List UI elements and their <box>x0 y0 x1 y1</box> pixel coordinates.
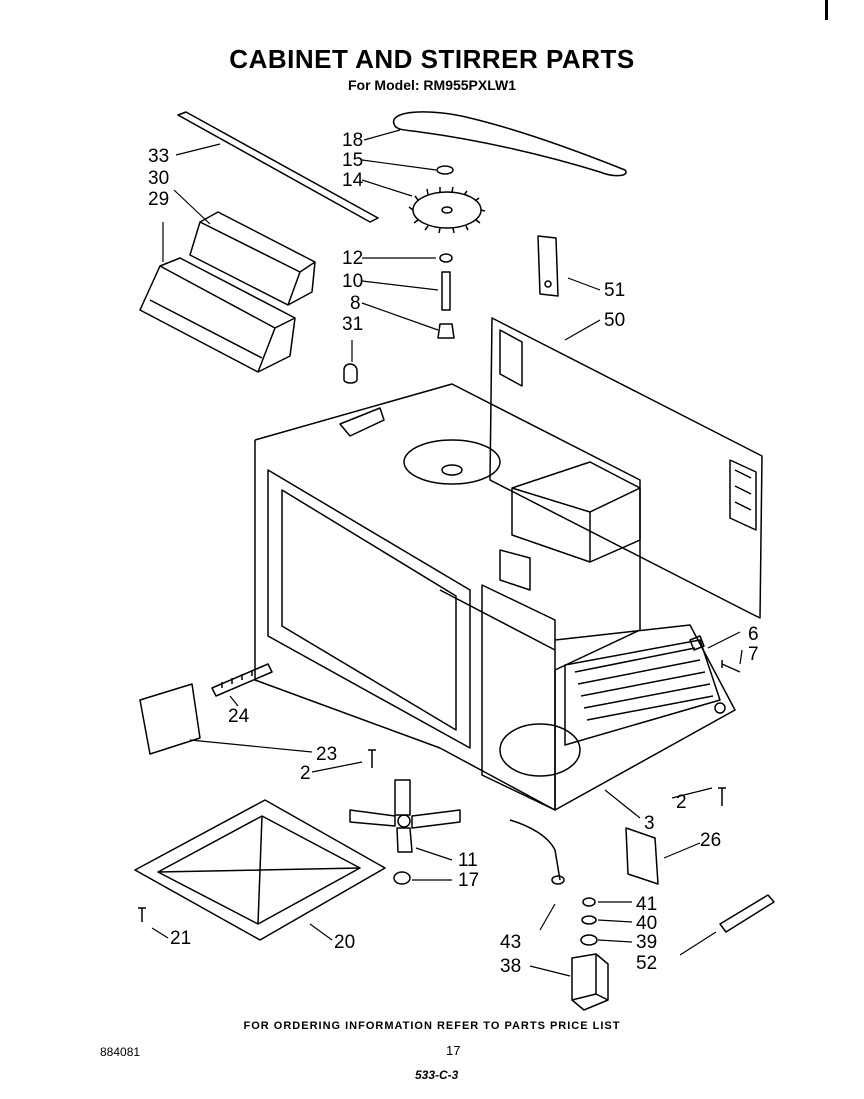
callout-10: 10 <box>342 271 363 292</box>
leader-lines <box>151 129 743 977</box>
part-23-side-cover <box>139 683 201 755</box>
part-17-nut <box>393 871 411 885</box>
part-51-bracket <box>537 235 559 297</box>
part-12-washer <box>439 253 453 263</box>
part-14-stirrer-gear <box>408 186 486 234</box>
callout-8: 8 <box>350 293 361 314</box>
part-10-stirrer-shaft <box>441 271 451 311</box>
callout-51: 51 <box>604 280 625 301</box>
callout-3: 3 <box>644 813 655 834</box>
callout-40: 40 <box>636 913 657 934</box>
callout-23: 23 <box>316 744 337 765</box>
part-2-screw-right <box>718 787 726 806</box>
callout-15: 15 <box>342 150 363 171</box>
callout-2-left: 2 <box>300 763 311 784</box>
part-31-cap <box>343 363 358 384</box>
part-15-retaining-clip <box>436 165 454 175</box>
document-number: 884081 <box>100 1045 141 1059</box>
callout-41: 41 <box>636 894 657 915</box>
part-6-fastener <box>689 635 705 651</box>
reference-stamp: 533-C-3 <box>415 1068 459 1082</box>
callout-17: 17 <box>458 870 479 891</box>
callout-7: 7 <box>748 644 759 665</box>
part-11-stirrer-blade <box>349 779 461 853</box>
callout-14: 14 <box>342 170 364 191</box>
callout-50: 50 <box>604 310 625 331</box>
part-33-gasket-strip <box>177 111 379 223</box>
part-2-screw-left <box>368 749 376 768</box>
page-number: 17 <box>446 1043 461 1058</box>
part-26-shield <box>625 827 659 885</box>
part-18-drive-belt <box>392 111 627 177</box>
part-52-cable-tie <box>719 894 775 933</box>
callout-33: 33 <box>148 146 169 167</box>
callout-18: 18 <box>342 130 363 151</box>
part-8-bushing <box>437 323 455 339</box>
callout-20: 20 <box>334 932 355 953</box>
scan-edge-mark <box>825 0 828 20</box>
part-40-washer <box>581 915 597 925</box>
model-subtitle: For Model: RM955PXLW1 <box>347 77 517 93</box>
part-30-air-duct <box>189 211 316 306</box>
callout-43: 43 <box>500 932 521 953</box>
part-38-motor <box>571 953 609 1011</box>
callout-30: 30 <box>148 168 169 189</box>
callout-6: 6 <box>748 624 759 645</box>
part-21-screw <box>138 907 146 922</box>
part-39-washer <box>580 934 598 946</box>
callout-21: 21 <box>170 928 191 949</box>
callout-2-right: 2 <box>676 792 687 813</box>
part-main-cabinet <box>254 383 736 811</box>
callout-26: 26 <box>700 830 721 851</box>
callout-39: 39 <box>636 932 657 953</box>
part-43-sensor-cable <box>509 819 565 885</box>
part-41-nut <box>582 897 596 907</box>
callout-38: 38 <box>500 956 521 977</box>
part-29-duct-tray <box>139 257 296 373</box>
ordering-info-note: FOR ORDERING INFORMATION REFER TO PARTS … <box>243 1020 621 1032</box>
callout-52: 52 <box>636 953 657 974</box>
callout-24: 24 <box>228 706 250 727</box>
part-50-back-panel <box>489 317 763 619</box>
part-20-bottom-plate <box>134 799 386 941</box>
callout-12: 12 <box>342 248 363 269</box>
callout-numbers: 33 30 29 18 15 14 12 10 8 31 51 50 6 7 2… <box>148 130 759 977</box>
callout-29: 29 <box>148 189 169 210</box>
part-7-screw <box>721 660 741 673</box>
part-24-latch <box>211 663 273 697</box>
page-title: CABINET AND STIRRER PARTS <box>229 44 635 74</box>
callout-31: 31 <box>342 314 363 335</box>
callout-11: 11 <box>458 850 478 871</box>
